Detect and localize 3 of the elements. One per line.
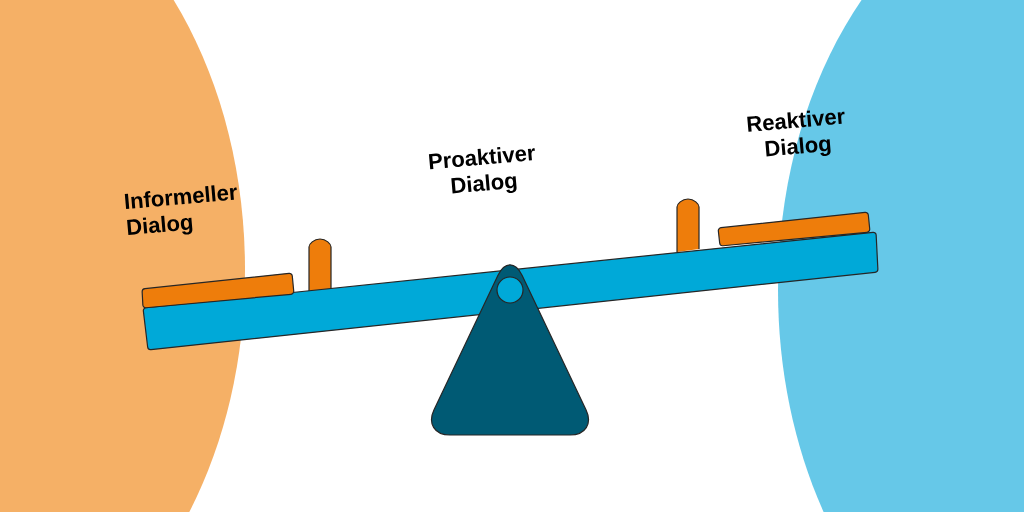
label-text: Proaktiver Dialog: [428, 147, 535, 194]
label-text: Informeller Dialog: [124, 185, 237, 235]
label-text: Reaktiver Dialog: [747, 110, 845, 157]
